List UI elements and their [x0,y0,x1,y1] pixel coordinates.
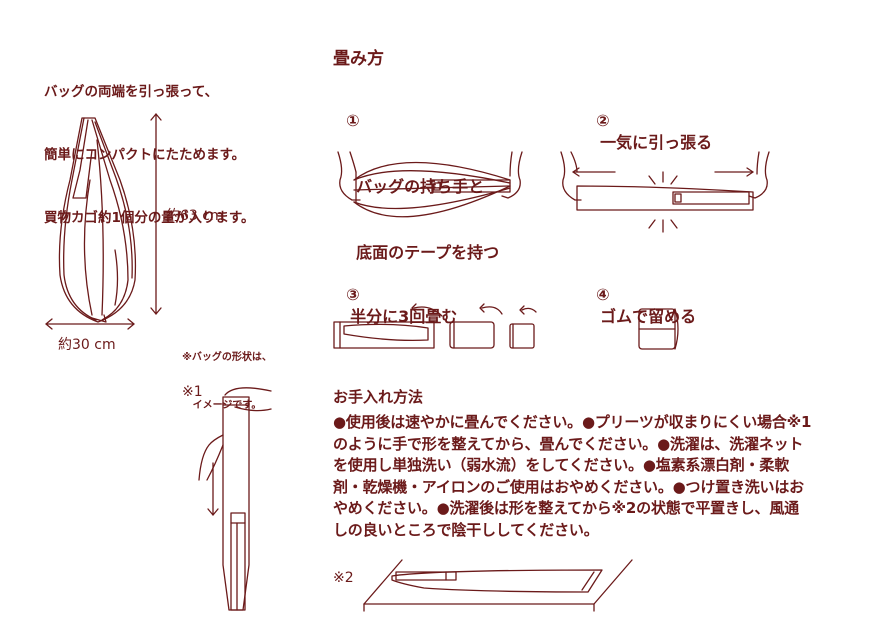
step-2: ② 一気に引っ張る [585,88,712,154]
note-1-label: ※1 [182,384,203,400]
step-1-line-1: バッグの持ち手と [356,177,485,196]
step-1-number: ① [346,111,360,130]
step-1-illustration [337,151,523,218]
note-2-label: ※2 [333,570,354,586]
bag-illustration [58,117,137,323]
shape-note-line-1: ※バッグの形状は、 [182,352,272,363]
note-2-illustration [363,559,633,612]
step-1-line-2: 底面のテープを持つ [356,243,500,262]
folding-title: 畳み方 [333,49,384,69]
step-4-line-1: ゴムで留める [600,307,697,326]
step-4: ④ ゴムで留める [585,262,696,328]
step-4-illustration [638,308,679,350]
height-label: 約63 cm [166,208,224,224]
intro-line-1: バッグの両端を引っ張って、 [44,84,219,100]
step-2-illustration [560,151,770,233]
intro-line-2: 簡単にコンパクトにたためます。 [44,147,246,163]
step-3-line-1: 半分に3回畳む [350,307,458,326]
intro-text: バッグの両端を引っ張って、 簡単にコンパクトにたためます。 買物カゴ約1個分の量… [44,40,255,250]
step-3-number: ③ [346,285,360,304]
step-2-line-1: 一気に引っ張る [600,133,713,152]
step-3-illustration [333,303,537,349]
width-label: 約30 cm [58,337,116,353]
width-arrow [45,318,135,330]
care-title: お手入れ方法 [333,388,424,406]
step-2-number: ② [596,111,610,130]
step-1: ① バッグの持ち手と 底面のテープを持つ [335,88,499,308]
step-4-number: ④ [596,285,610,304]
intro-line-3: 買物カゴ約1個分の量が入ります。 [44,210,255,226]
height-arrow [150,113,162,315]
care-instructions: ●使用後は速やかに畳んでください。●プリーツが収まりにくい場合※1のように手で形… [333,413,812,539]
note-1-illustration [198,387,272,611]
step-3: ③ 半分に3回畳む [335,262,457,328]
